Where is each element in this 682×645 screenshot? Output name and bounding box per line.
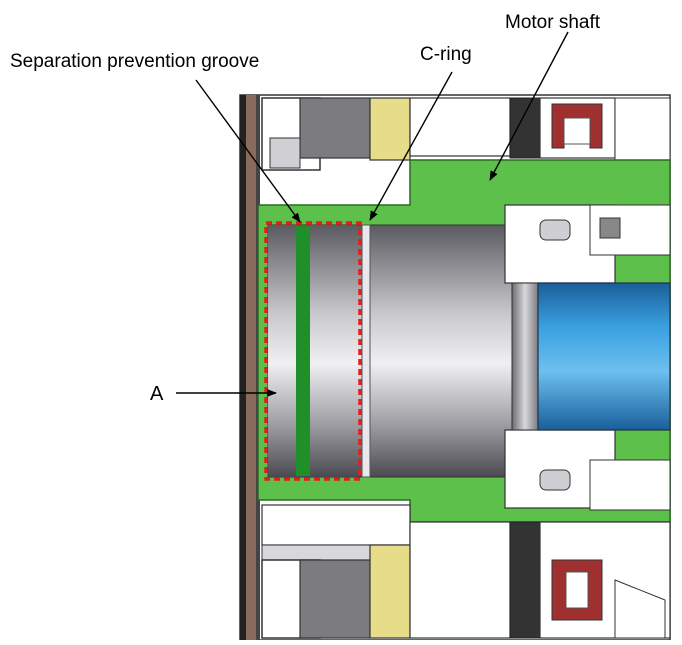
highlight-box-a bbox=[264, 221, 362, 481]
c-ring-leader bbox=[369, 71, 453, 221]
separation-groove-label: Separation prevention groove bbox=[10, 51, 259, 72]
separation-groove-leader bbox=[195, 79, 301, 223]
groove-region bbox=[268, 224, 371, 478]
motor-shaft-leader bbox=[489, 31, 569, 181]
upper-bearing-assembly bbox=[261, 97, 671, 171]
leader-lines bbox=[176, 31, 569, 397]
c-ring-label: C-ring bbox=[420, 44, 472, 65]
lower-bearing-assembly bbox=[261, 504, 671, 639]
a-label: A bbox=[150, 383, 164, 405]
motor-shaft-label: Motor shaft bbox=[505, 12, 601, 33]
